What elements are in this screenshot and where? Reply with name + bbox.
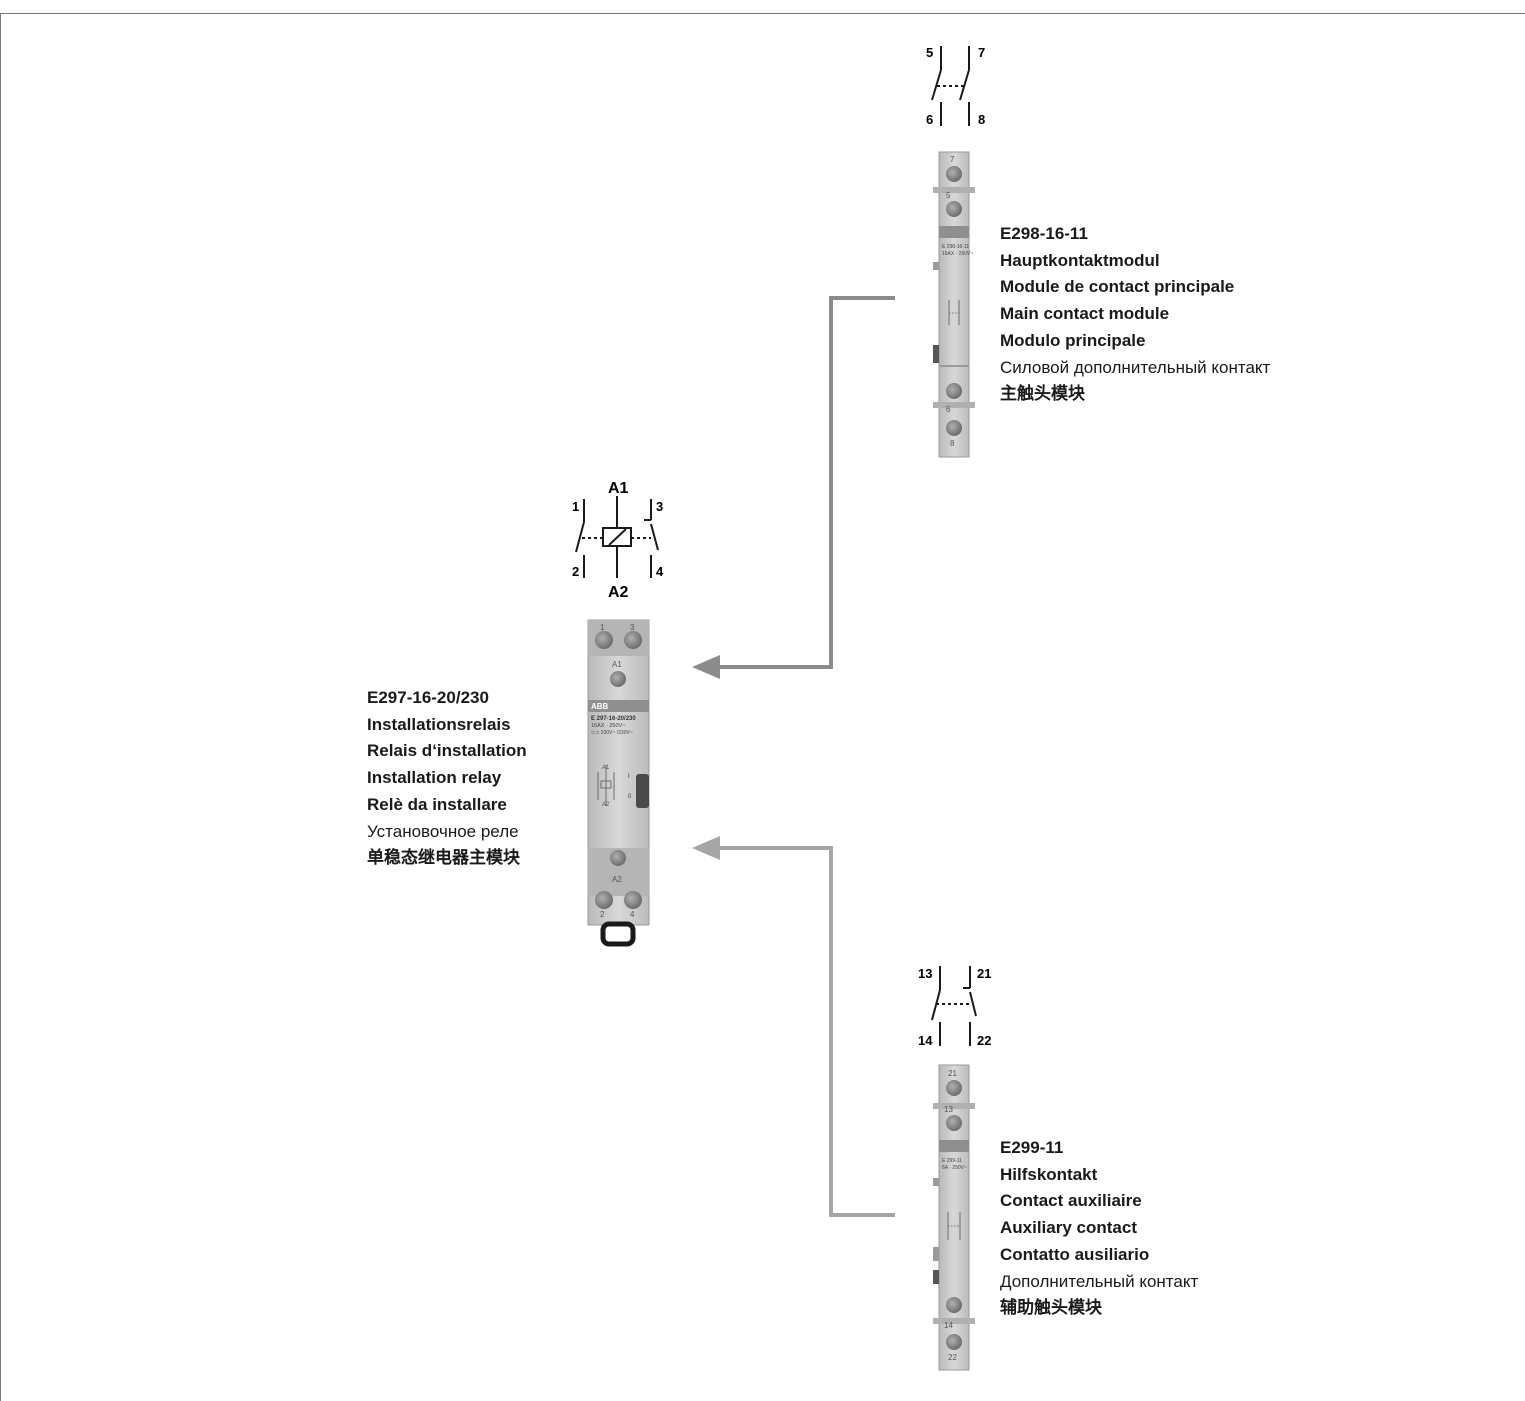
screw-terminal-icon: [946, 1080, 962, 1096]
relay-device-rating: 16AX · 250V~: [591, 723, 625, 729]
relay-device-coil: ⊂⊃ 230V~ /230V~: [591, 730, 633, 736]
main-device-rating: 16AX · 250V~: [942, 251, 973, 257]
aux-module-model: E299-11: [1000, 1138, 1064, 1157]
aux-device-model: E 299-11: [942, 1158, 962, 1164]
main-module-symbol: [931, 46, 970, 126]
main-module-name-ru: Силовой дополнительный контакт: [1000, 357, 1271, 377]
screw-terminal-icon: [610, 671, 626, 687]
main-module-name-zh: 主触头模块: [1000, 384, 1085, 405]
screw-terminal-icon: [595, 891, 613, 909]
relay-model: E297-16-20/230: [367, 688, 489, 707]
svg-text:A2: A2: [602, 802, 610, 808]
relay-switch-on: I: [628, 774, 630, 780]
main-module-name-en: Main contact module: [1000, 304, 1170, 324]
svg-text:1: 1: [600, 623, 605, 632]
screw-terminal-icon: [624, 891, 642, 909]
main-terminal-5: 5: [926, 45, 933, 60]
relay-terminal-a2: A2: [608, 584, 629, 601]
aux-terminal-21: 21: [977, 966, 991, 981]
aux-device-rating: 6A · 250V~: [942, 1165, 967, 1171]
relay-symbol: [575, 496, 659, 578]
arrow-left-icon: [692, 836, 720, 860]
screw-terminal-icon: [946, 201, 962, 217]
relay-name-it: Relè da installare: [367, 794, 507, 814]
aux-module-name-it: Contatto ausiliario: [1000, 1244, 1150, 1264]
relay-name-de: Installationsrelais: [367, 714, 511, 734]
svg-text:7: 7: [950, 155, 955, 164]
svg-text:6: 6: [946, 405, 951, 414]
aux-module-name-zh: 辅助触头模块: [1000, 1298, 1102, 1319]
relay-device-model: E 297-16-20/230: [591, 716, 636, 722]
relay-terminal-a1: A1: [608, 480, 629, 497]
aux-terminal-13: 13: [918, 966, 932, 981]
aux-module-device: 21 13 E 299-11 6A · 250V~ 14 22: [933, 1064, 975, 1371]
connector-main-to-relay: [692, 296, 895, 679]
svg-text:4: 4: [630, 910, 635, 919]
relay-name-fr: Relais d‘installation: [367, 741, 527, 761]
svg-text:22: 22: [948, 1353, 957, 1362]
screw-terminal-icon: [946, 383, 962, 399]
main-module-description: E298-16-11 Hauptkontaktmodul Module de c…: [1000, 221, 1270, 408]
screw-terminal-icon: [946, 1297, 962, 1313]
main-terminal-8: 8: [978, 112, 985, 127]
screw-terminal-icon: [595, 631, 613, 649]
frame-left-rule: [0, 13, 1, 1401]
aux-terminal-14: 14: [918, 1033, 933, 1048]
aux-module-name-de: Hilfskontakt: [1000, 1164, 1098, 1184]
relay-terminal-3: 3: [656, 499, 663, 514]
svg-text:3: 3: [630, 623, 635, 632]
screw-terminal-icon: [946, 1115, 962, 1131]
relay-description: E297-16-20/230 Installationsrelais Relai…: [367, 685, 527, 872]
frame-top-rule: [0, 13, 1525, 14]
aux-module-symbol: [931, 966, 977, 1046]
svg-text:2: 2: [600, 910, 605, 919]
aux-module-description: E299-11 Hilfskontakt Contact auxiliaire …: [1000, 1135, 1198, 1322]
svg-text:14: 14: [944, 1321, 953, 1330]
svg-text:A1: A1: [602, 765, 610, 771]
aux-module-name-fr: Contact auxiliaire: [1000, 1191, 1142, 1211]
screw-terminal-icon: [624, 631, 642, 649]
main-device-model: E 298-16-11: [942, 244, 969, 250]
relay-name-en: Installation relay: [367, 768, 502, 788]
relay-terminal-4: 4: [656, 564, 664, 579]
main-terminal-6: 6: [926, 112, 933, 127]
manual-switch-icon: [636, 774, 649, 808]
din-clip-icon: [600, 921, 636, 947]
relay-terminal-2: 2: [572, 564, 579, 579]
screw-terminal-icon: [610, 850, 626, 866]
relay-name-ru: Установочное реле: [367, 821, 519, 841]
main-terminal-7: 7: [978, 45, 985, 60]
svg-text:13: 13: [944, 1105, 953, 1114]
aux-module-name-en: Auxiliary contact: [1000, 1218, 1137, 1238]
relay-terminal-1: 1: [572, 499, 579, 514]
svg-text:A1: A1: [612, 660, 622, 669]
relay-name-zh: 单稳态继电器主模块: [367, 848, 520, 869]
main-module-model: E298-16-11: [1000, 224, 1088, 243]
main-module-name-de: Hauptkontaktmodul: [1000, 250, 1160, 270]
connector-aux-to-relay: [692, 836, 895, 1217]
relay-device: 1 3 A1 ABB E 297-16-20/230 16AX · 250V~ …: [587, 619, 650, 947]
main-module-device: 7 5 E 298-16-11 16AX · 250V~ 6 8: [933, 151, 975, 458]
svg-text:5: 5: [946, 191, 951, 200]
main-module-name-it: Modulo principale: [1000, 330, 1146, 350]
main-module-name-fr: Module de contact principale: [1000, 277, 1235, 297]
screw-terminal-icon: [946, 166, 962, 182]
relay-device-brand: ABB: [591, 702, 609, 711]
aux-module-name-ru: Дополнительный контакт: [1000, 1271, 1199, 1291]
screw-terminal-icon: [946, 420, 962, 436]
svg-text:8: 8: [950, 439, 955, 448]
relay-switch-off: 0: [628, 794, 632, 800]
arrow-left-icon: [692, 655, 720, 679]
svg-text:21: 21: [948, 1069, 957, 1078]
svg-text:A2: A2: [612, 875, 622, 884]
screw-terminal-icon: [946, 1334, 962, 1350]
aux-terminal-22: 22: [977, 1033, 991, 1048]
